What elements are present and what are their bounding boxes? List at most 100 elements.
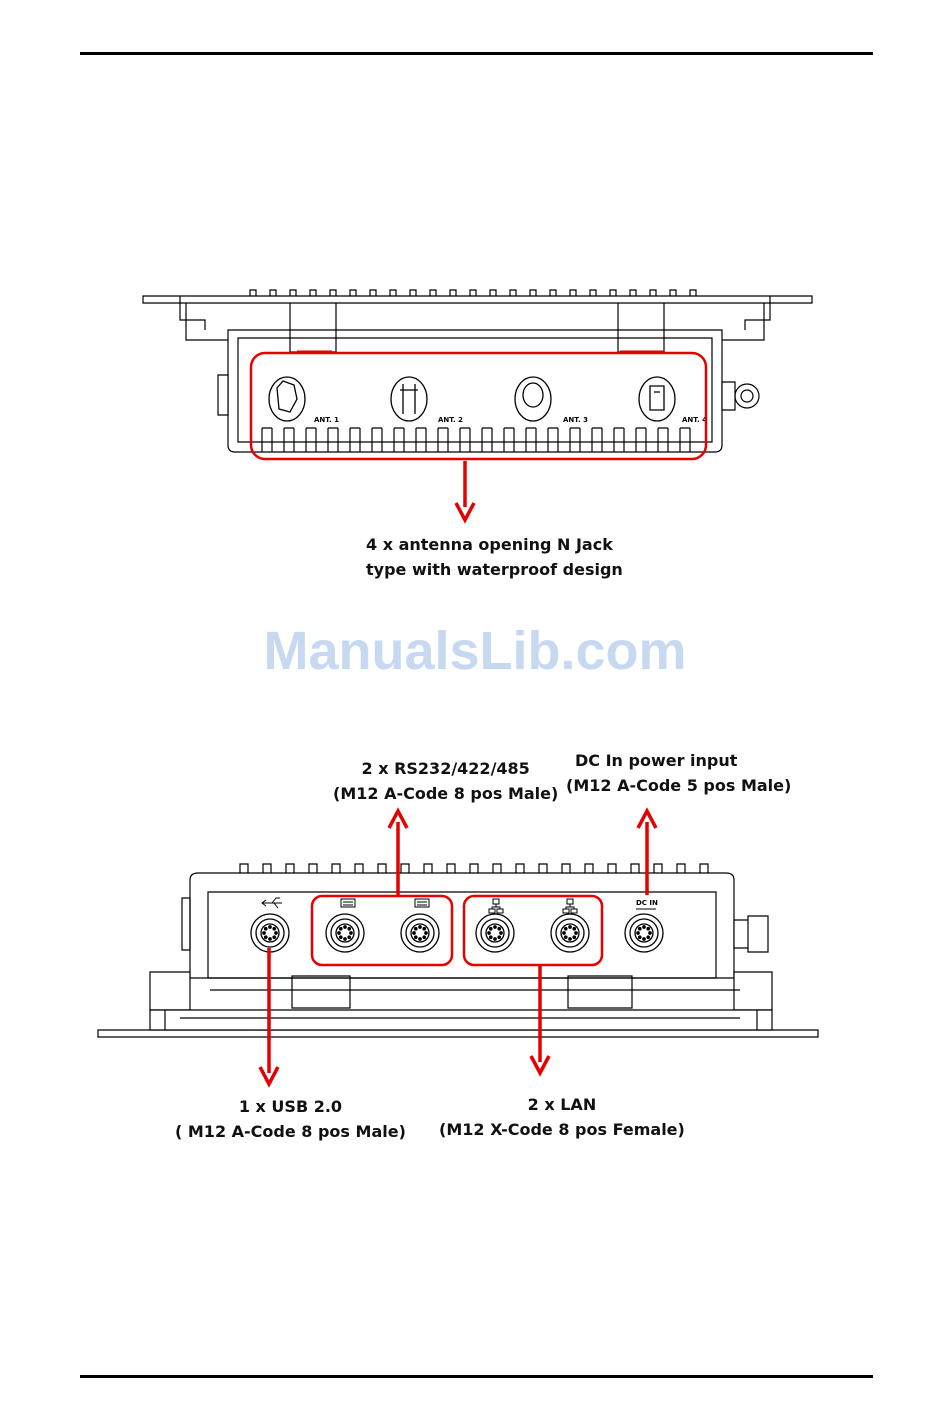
connector-pin bbox=[569, 926, 571, 928]
connector-pin bbox=[275, 932, 277, 934]
lan-callout-line1: 2 x LAN bbox=[439, 1092, 685, 1117]
heatsink-fin bbox=[585, 864, 593, 873]
heatsink-fin bbox=[700, 864, 708, 873]
connector-pin bbox=[575, 932, 577, 934]
heatsink-fin bbox=[654, 864, 662, 873]
heatsink-fin bbox=[470, 290, 476, 296]
connector-pin bbox=[348, 928, 350, 930]
connector-pin bbox=[340, 936, 342, 938]
connector-pin bbox=[423, 928, 425, 930]
heatsink-fin bbox=[309, 864, 317, 873]
heatsink-fin bbox=[290, 290, 296, 296]
heatsink-fin bbox=[450, 290, 456, 296]
connector-pin bbox=[565, 928, 567, 930]
heatsink-fin bbox=[355, 864, 363, 873]
heatsink-fin bbox=[493, 864, 501, 873]
heatsink-fin bbox=[610, 290, 616, 296]
heatsink-fin bbox=[516, 864, 524, 873]
connector-pin bbox=[273, 936, 275, 938]
ant-2-label: ANT. 2 bbox=[438, 416, 463, 424]
connector-pin bbox=[569, 938, 571, 940]
connector-pin bbox=[425, 932, 427, 934]
heatsink-fin bbox=[630, 290, 636, 296]
heatsink-fin bbox=[650, 290, 656, 296]
connector-pin bbox=[350, 932, 352, 934]
serial-callout-line2: (M12 A-Code 8 pos Male) bbox=[333, 781, 558, 806]
connector-pin bbox=[269, 926, 271, 928]
connector-pin bbox=[647, 928, 649, 930]
connector-pin bbox=[498, 928, 500, 930]
connector-pin bbox=[488, 932, 490, 934]
heatsink-fin bbox=[470, 864, 478, 873]
dc-in-label: DC IN bbox=[636, 899, 658, 907]
heatsink-fin bbox=[530, 290, 536, 296]
connector-pin bbox=[500, 932, 502, 934]
heatsink-fin bbox=[263, 864, 271, 873]
heatsink-fin bbox=[677, 864, 685, 873]
connector-pin bbox=[419, 938, 421, 940]
lan-callout-line2: (M12 X-Code 8 pos Female) bbox=[439, 1117, 685, 1142]
serial-callout: 2 x RS232/422/485 (M12 A-Code 8 pos Male… bbox=[333, 756, 558, 806]
power-callout: DC In power input (M12 A-Code 5 pos Male… bbox=[566, 748, 791, 798]
connector-pin bbox=[494, 938, 496, 940]
connector-pin bbox=[639, 928, 641, 930]
heatsink-fin bbox=[286, 864, 294, 873]
connector-pin bbox=[647, 936, 649, 938]
connector-pin bbox=[344, 938, 346, 940]
heatsink-fin bbox=[430, 290, 436, 296]
power-callout-line2: (M12 A-Code 5 pos Male) bbox=[566, 773, 791, 798]
ant-3-label: ANT. 3 bbox=[563, 416, 588, 424]
connector-pin bbox=[498, 936, 500, 938]
connector-pin bbox=[490, 928, 492, 930]
connector-pin bbox=[419, 926, 421, 928]
connector-pin bbox=[490, 936, 492, 938]
heatsink-fin bbox=[378, 864, 386, 873]
connector-pin bbox=[338, 932, 340, 934]
antenna-callout-line1: 4 x antenna opening N Jack bbox=[366, 532, 623, 557]
connector-pin bbox=[643, 938, 645, 940]
heatsink-fin bbox=[424, 864, 432, 873]
antenna-callout: 4 x antenna opening N Jack type with wat… bbox=[366, 532, 623, 582]
connector-pin bbox=[563, 932, 565, 934]
connector-pin bbox=[565, 936, 567, 938]
heatsink-fin bbox=[332, 864, 340, 873]
heatsink-fin bbox=[370, 290, 376, 296]
connector-pin bbox=[340, 928, 342, 930]
usb-callout-line1: 1 x USB 2.0 bbox=[175, 1094, 406, 1119]
serial-callout-line1: 2 x RS232/422/485 bbox=[333, 756, 558, 781]
watermark: ManualsLib.com bbox=[0, 620, 950, 682]
heatsink-fin bbox=[410, 290, 416, 296]
connector-pin bbox=[494, 926, 496, 928]
ant-1-label: ANT. 1 bbox=[314, 416, 339, 424]
connector-pin bbox=[423, 936, 425, 938]
heatsink-fin bbox=[401, 864, 409, 873]
heatsink-fin bbox=[670, 290, 676, 296]
heatsink-fin bbox=[510, 290, 516, 296]
ant-4-label: ANT. 4 bbox=[682, 416, 707, 424]
antenna-arrow bbox=[456, 461, 474, 520]
heatsink-fin bbox=[447, 864, 455, 873]
heatsink-fin bbox=[350, 290, 356, 296]
heatsink-fin bbox=[390, 290, 396, 296]
lan-callout: 2 x LAN (M12 X-Code 8 pos Female) bbox=[439, 1092, 685, 1142]
heatsink-fin bbox=[240, 864, 248, 873]
connector-pin bbox=[263, 932, 265, 934]
connector-pin bbox=[413, 932, 415, 934]
heatsink-fin bbox=[270, 290, 276, 296]
connector-pin bbox=[265, 928, 267, 930]
connector-pin bbox=[573, 936, 575, 938]
heatsink-fin bbox=[310, 290, 316, 296]
connector-pin bbox=[348, 936, 350, 938]
usb-callout: 1 x USB 2.0 ( M12 A-Code 8 pos Male) bbox=[175, 1094, 406, 1144]
antenna-side-view bbox=[143, 290, 812, 452]
heatsink-fin bbox=[608, 864, 616, 873]
heatsink-fin bbox=[550, 290, 556, 296]
heatsink-fin bbox=[631, 864, 639, 873]
antenna-callout-line2: type with waterproof design bbox=[366, 557, 623, 582]
connector-pin bbox=[415, 928, 417, 930]
connector-pin bbox=[573, 928, 575, 930]
connector-pin bbox=[265, 936, 267, 938]
connector-pin bbox=[637, 932, 639, 934]
heatsink-fin bbox=[570, 290, 576, 296]
